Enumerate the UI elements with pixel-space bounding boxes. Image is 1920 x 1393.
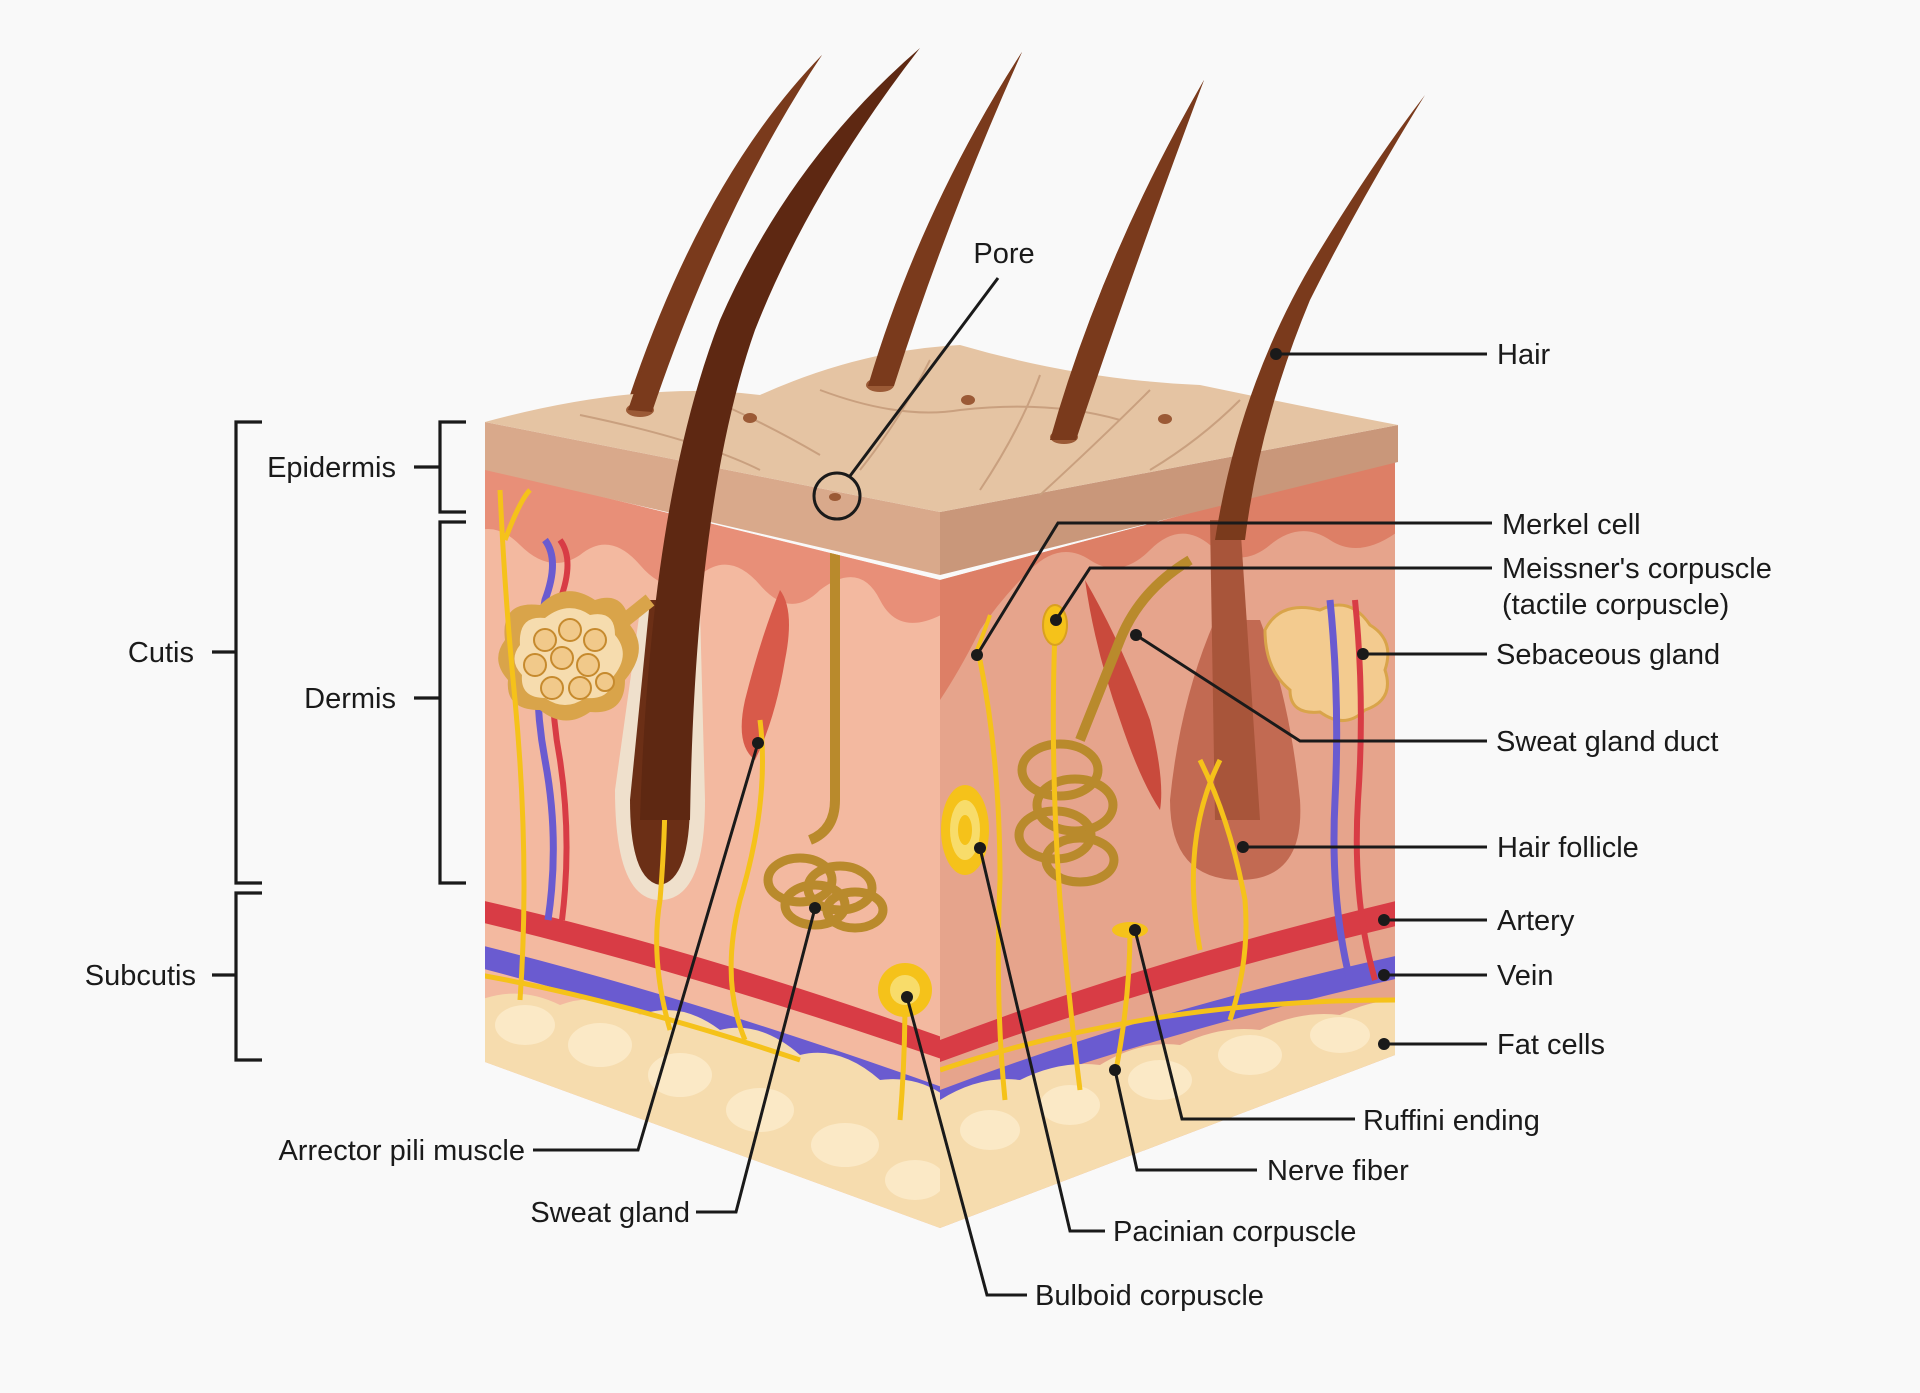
leader-lines bbox=[533, 277, 1492, 1297]
label-sebaceous-gland: Sebaceous gland bbox=[1496, 639, 1720, 671]
label-subcutis: Subcutis bbox=[85, 960, 196, 992]
label-merkel-cell: Merkel cell bbox=[1502, 509, 1641, 541]
label-ruffini-ending: Ruffini ending bbox=[1363, 1105, 1540, 1137]
label-dermis: Dermis bbox=[304, 683, 396, 715]
sebaceous-gland-left bbox=[498, 591, 655, 721]
pore-marker-circle bbox=[812, 471, 862, 521]
label-pore: Pore bbox=[973, 238, 1034, 270]
sweat-gland-duct-shape bbox=[807, 495, 840, 845]
label-epidermis: Epidermis bbox=[267, 452, 396, 484]
label-hair-follicle: Hair follicle bbox=[1497, 832, 1639, 864]
label-tactile-corpuscle: (tactile corpuscle) bbox=[1502, 589, 1729, 621]
label-vein: Vein bbox=[1497, 960, 1553, 992]
label-hair: Hair bbox=[1497, 339, 1551, 371]
hair-shafts-front bbox=[626, 48, 1425, 820]
layer-brackets bbox=[212, 420, 466, 1062]
label-fat-cells: Fat cells bbox=[1497, 1029, 1605, 1061]
bulboid-corpuscle-shape bbox=[878, 963, 932, 1017]
nerve-fibers-front bbox=[485, 488, 908, 1121]
label-pacinian-corpuscle: Pacinian corpuscle bbox=[1113, 1216, 1356, 1248]
label-bulboid-corpuscle: Bulboid corpuscle bbox=[1035, 1280, 1264, 1312]
arrector-pili-muscle-shape bbox=[741, 590, 789, 760]
label-arrector-pili-muscle: Arrector pili muscle bbox=[278, 1135, 525, 1167]
label-sweat-gland-duct: Sweat gland duct bbox=[1496, 726, 1718, 758]
label-nerve-fiber: Nerve fiber bbox=[1267, 1155, 1409, 1187]
sweat-gland-coil bbox=[763, 853, 888, 933]
label-meissner-corpuscle: Meissner's corpuscle bbox=[1502, 553, 1772, 585]
label-artery: Artery bbox=[1497, 905, 1575, 937]
label-sweat-gland: Sweat gland bbox=[530, 1197, 690, 1229]
diagram-labels: Pore Hair Merkel cell Meissner's corpusc… bbox=[85, 238, 1772, 1312]
label-cutis: Cutis bbox=[128, 637, 194, 669]
